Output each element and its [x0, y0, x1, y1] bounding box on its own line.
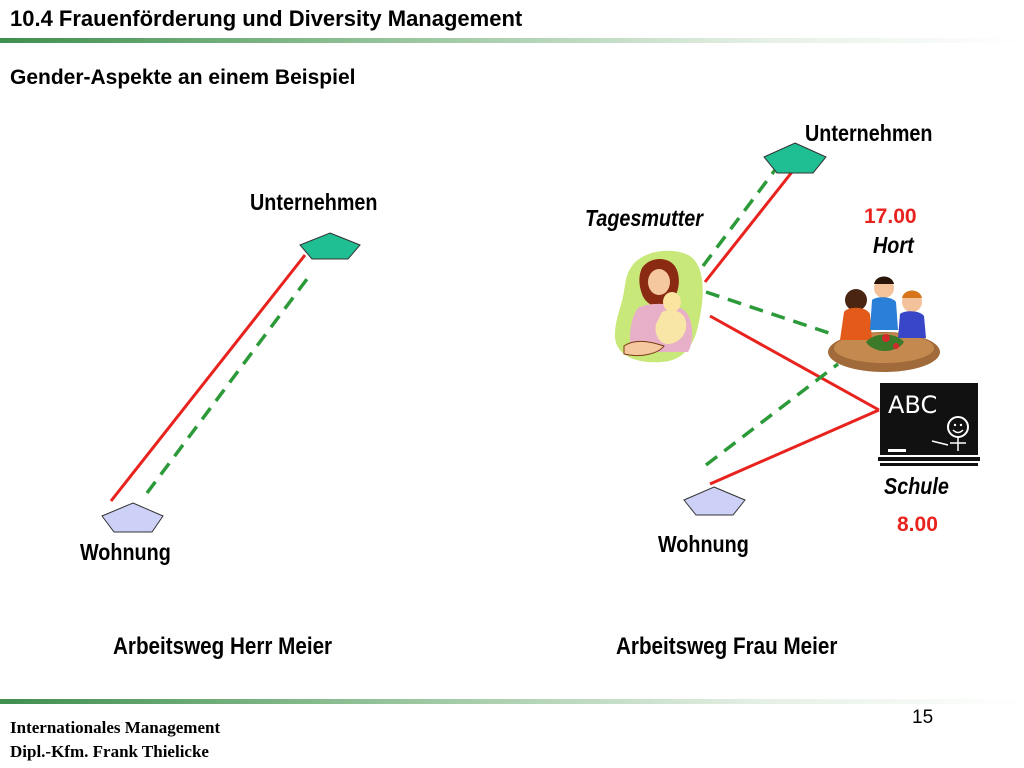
school-label: Schule — [884, 473, 949, 499]
left-caption: Arbeitsweg Herr Meier — [113, 633, 333, 660]
childminder-label: Tagesmutter — [585, 205, 703, 231]
right-dashed-route-hort — [705, 290, 833, 336]
right-solid-route-school-2 — [709, 408, 880, 486]
slide-title: 10.4 Frauenförderung und Diversity Manag… — [10, 6, 523, 31]
left-dashed-route — [145, 277, 309, 495]
school-time: 8.00 — [897, 513, 938, 536]
right-dashed-route-home — [704, 362, 840, 467]
right-home-label: Wohnung — [658, 531, 749, 557]
right-caption: Arbeitsweg Frau Meier — [616, 633, 838, 660]
left-home-pentagon — [101, 502, 164, 533]
footer-course: Internationales Management — [10, 718, 221, 737]
right-solid-route-company — [703, 171, 794, 283]
hort-time: 17.00 — [864, 205, 917, 228]
footer-divider — [0, 699, 1024, 704]
right-company-pentagon — [763, 142, 827, 174]
left-company-pentagon — [299, 232, 361, 260]
mother-child-clipart — [614, 250, 703, 363]
footer-author: Dipl.-Kfm. Frank Thielicke — [10, 742, 209, 761]
blackboard-clipart: ABC — [878, 383, 980, 466]
right-home-pentagon — [683, 486, 746, 516]
right-dashed-route-company — [701, 168, 777, 268]
left-home-label: Wohnung — [80, 539, 171, 565]
left-solid-route — [109, 254, 307, 502]
children-group-clipart — [828, 276, 940, 372]
left-company-label: Unternehmen — [250, 189, 378, 215]
right-solid-route-school-1 — [709, 314, 880, 412]
header-divider — [0, 38, 1024, 43]
slide-subtitle: Gender-Aspekte an einem Beispiel — [10, 66, 356, 89]
blackboard-text: ABC — [888, 391, 937, 419]
hort-label: Hort — [873, 232, 914, 258]
right-company-label: Unternehmen — [805, 120, 933, 146]
page-number: 15 — [912, 707, 934, 728]
